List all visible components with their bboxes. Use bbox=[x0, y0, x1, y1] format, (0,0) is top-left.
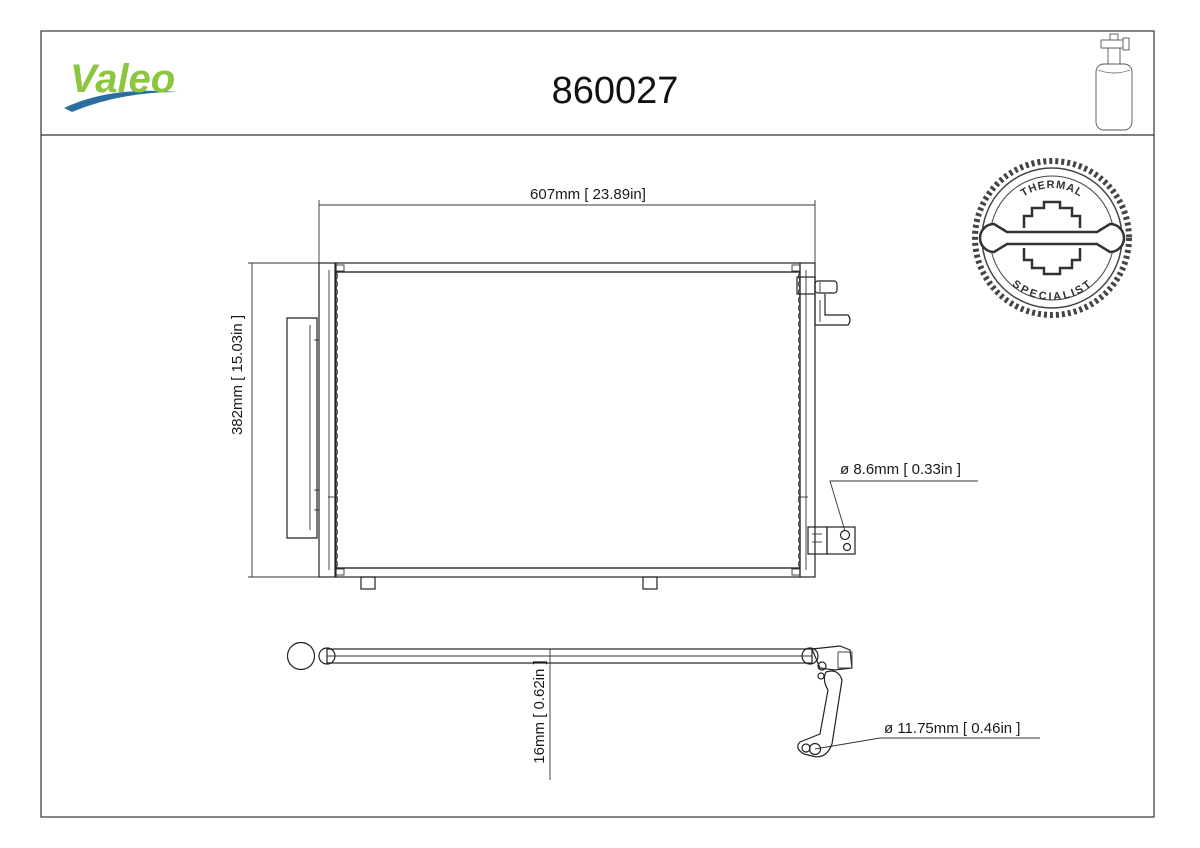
top-view-left-tank bbox=[286, 641, 316, 671]
brand-name: Valeo bbox=[70, 57, 175, 101]
port-large-leader bbox=[814, 737, 1040, 750]
condenser-core bbox=[335, 271, 801, 569]
port-large-label: ø 11.75mm [ 0.46in ] bbox=[884, 720, 1020, 737]
mount-foot-right bbox=[642, 576, 658, 590]
valeo-logo: Valeo bbox=[64, 57, 178, 112]
receiver-drier-icon bbox=[1095, 33, 1133, 131]
condenser-front-view: 607mm [ 23.89in] 382mm [ 15.03in ] bbox=[229, 186, 978, 590]
inlet-fitting bbox=[814, 280, 838, 294]
sheet-border bbox=[40, 30, 1155, 818]
outlet-block bbox=[807, 526, 828, 555]
logo-swoosh bbox=[64, 90, 178, 112]
outlet-pipe bbox=[797, 670, 843, 758]
condenser-top-view: 16mm [ 0.62in ] ø 11.75mm [ 0.46in ] bbox=[286, 641, 1040, 780]
mount-foot-left bbox=[360, 576, 376, 590]
wrench-gear-icon bbox=[978, 200, 1126, 276]
thermal-specialist-badge: THERMAL SPECIALIST bbox=[972, 158, 1132, 318]
top-side-plate bbox=[335, 262, 801, 273]
thickness-dimension-label: 16mm [ 0.62in ] bbox=[531, 660, 548, 763]
left-bracket bbox=[286, 317, 318, 539]
width-dimension-label: 607mm [ 23.89in] bbox=[530, 186, 646, 203]
inlet-pipe bbox=[814, 294, 851, 326]
port-small-label: ø 8.6mm [ 0.33in ] bbox=[840, 461, 961, 478]
left-tank bbox=[318, 262, 336, 578]
part-number: 860027 bbox=[552, 70, 679, 112]
bottom-side-plate bbox=[335, 567, 801, 578]
port-small-leader bbox=[829, 480, 978, 532]
height-dimension-label: 382mm [ 15.03in ] bbox=[229, 315, 246, 435]
